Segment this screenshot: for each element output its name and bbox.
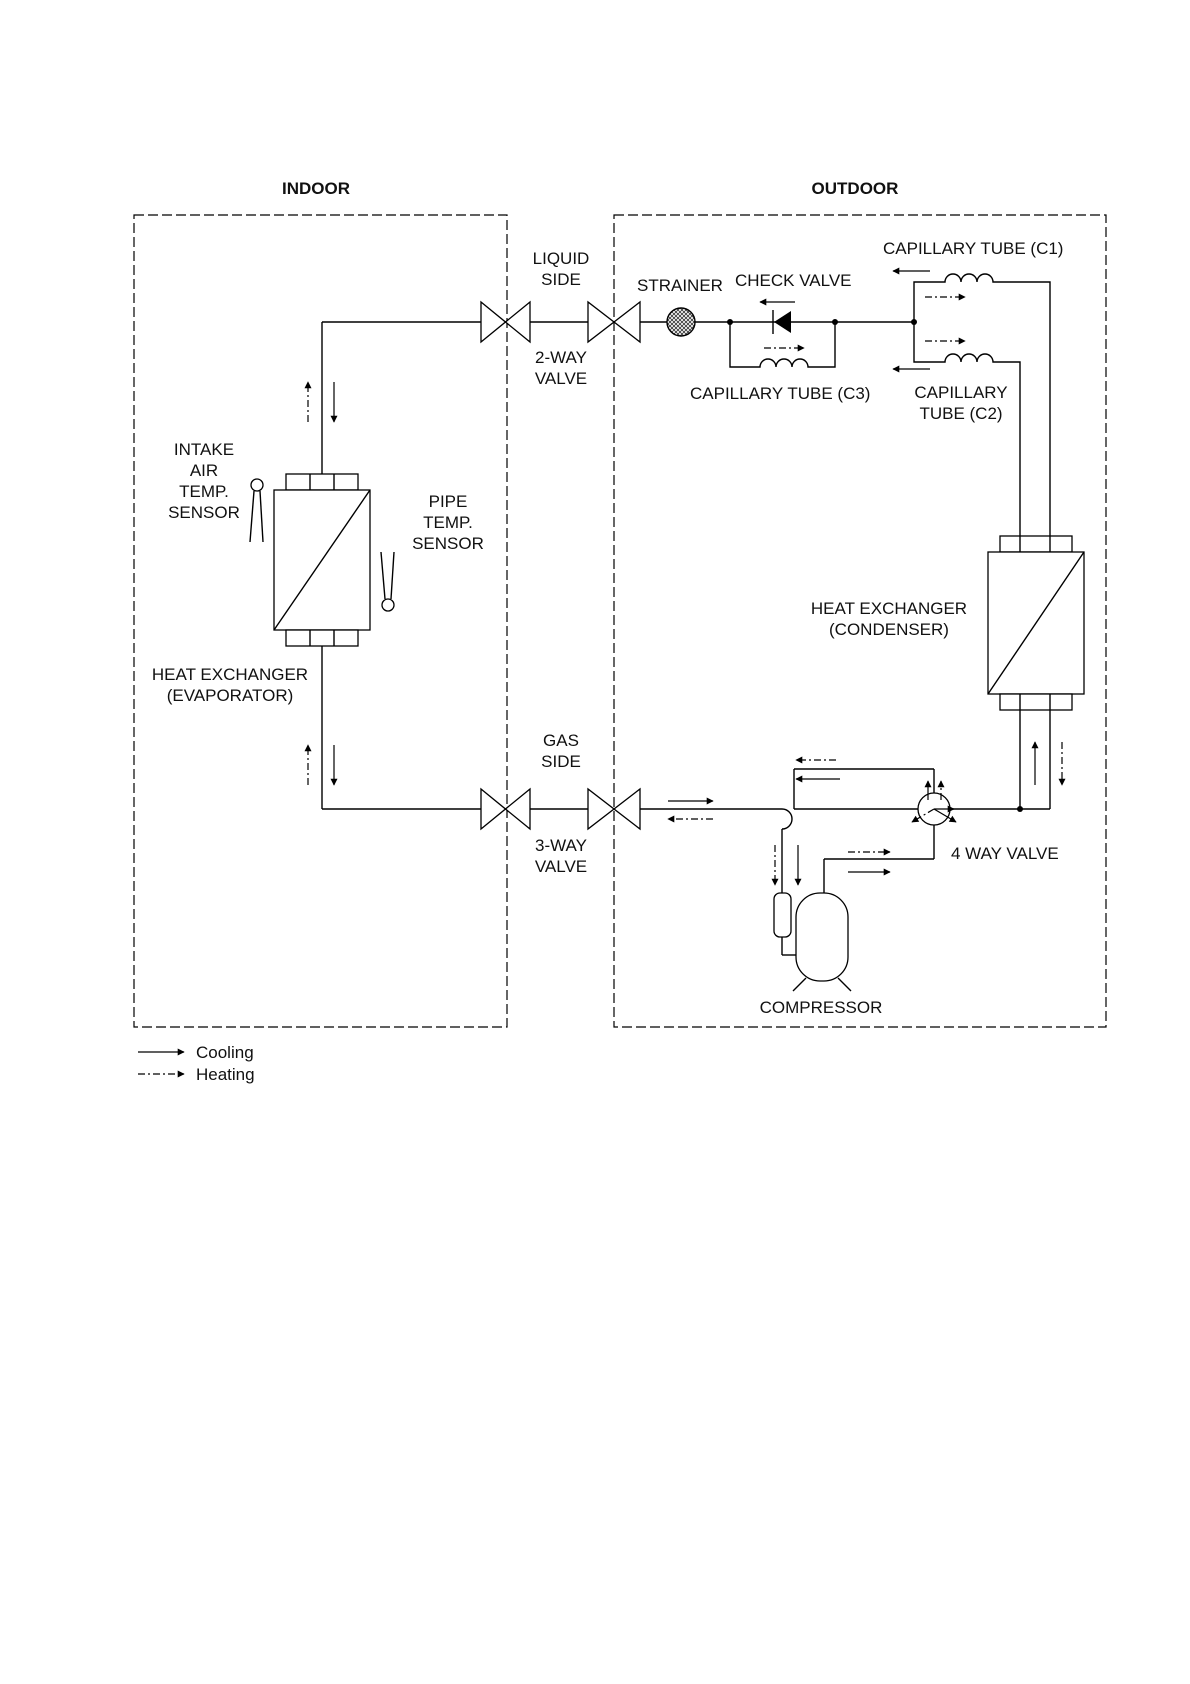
- pipe-sensor-label-line3: SENSOR: [412, 534, 484, 553]
- two-way-valve-label-line2: VALVE: [535, 369, 587, 388]
- liquid-side-label-line1: LIQUID: [533, 249, 590, 268]
- liquid-side-valves: [481, 302, 640, 342]
- pipe-sensor-label-line2: TEMP.: [423, 513, 473, 532]
- two-way-valve-label-line1: 2-WAY: [535, 348, 587, 367]
- evaporator-label-line1: HEAT EXCHANGER: [152, 665, 308, 684]
- strainer-icon: [667, 308, 695, 336]
- capillary-c3-label: CAPILLARY TUBE (C3): [690, 384, 870, 403]
- check-valve-icon: [727, 302, 838, 334]
- capillary-tube-c2-icon: [893, 322, 1020, 536]
- intake-air-temp-sensor-icon: [250, 479, 263, 542]
- three-way-valve-label-line2: VALVE: [535, 857, 587, 876]
- outdoor-header: OUTDOOR: [812, 179, 899, 198]
- pipe-temp-sensor-icon: [381, 552, 394, 611]
- legend: Cooling Heating: [138, 1043, 255, 1084]
- indoor-header: INDOOR: [282, 179, 350, 198]
- capillary-c2-label-line1: CAPILLARY: [914, 383, 1007, 402]
- four-way-valve-label: 4 WAY VALVE: [951, 844, 1059, 863]
- intake-sensor-label-line3: TEMP.: [179, 482, 229, 501]
- compressor-label: COMPRESSOR: [760, 998, 883, 1017]
- legend-heating-label: Heating: [196, 1065, 255, 1084]
- gas-side-label-line1: GAS: [543, 731, 579, 750]
- liquid-side-label-line2: SIDE: [541, 270, 581, 289]
- gas-side-label-line2: SIDE: [541, 752, 581, 771]
- strainer-label: STRAINER: [637, 276, 723, 295]
- capillary-tube-c3-icon: [730, 322, 835, 367]
- outdoor-flow-arrows: [668, 742, 1062, 885]
- intake-sensor-label-line2: AIR: [190, 461, 218, 480]
- check-valve-label: CHECK VALVE: [735, 271, 852, 290]
- condenser-label-line1: HEAT EXCHANGER: [811, 599, 967, 618]
- evaporator-label-line2: (EVAPORATOR): [167, 686, 294, 705]
- capillary-c2-label-line2: TUBE (C2): [919, 404, 1002, 423]
- intake-sensor-label-line4: SENSOR: [168, 503, 240, 522]
- evaporator-heat-exchanger: [274, 474, 370, 646]
- condenser-label-line2: (CONDENSER): [829, 620, 949, 639]
- intake-sensor-label-line1: INTAKE: [174, 440, 234, 459]
- three-way-valve-label-line1: 3-WAY: [535, 836, 587, 855]
- gas-side-valves: [481, 789, 640, 829]
- legend-cooling-label: Cooling: [196, 1043, 254, 1062]
- capillary-c1-label: CAPILLARY TUBE (C1): [883, 239, 1063, 258]
- compressor-icon: [774, 893, 851, 991]
- condenser-heat-exchanger: [988, 536, 1084, 710]
- pipe-sensor-label-line1: PIPE: [429, 492, 468, 511]
